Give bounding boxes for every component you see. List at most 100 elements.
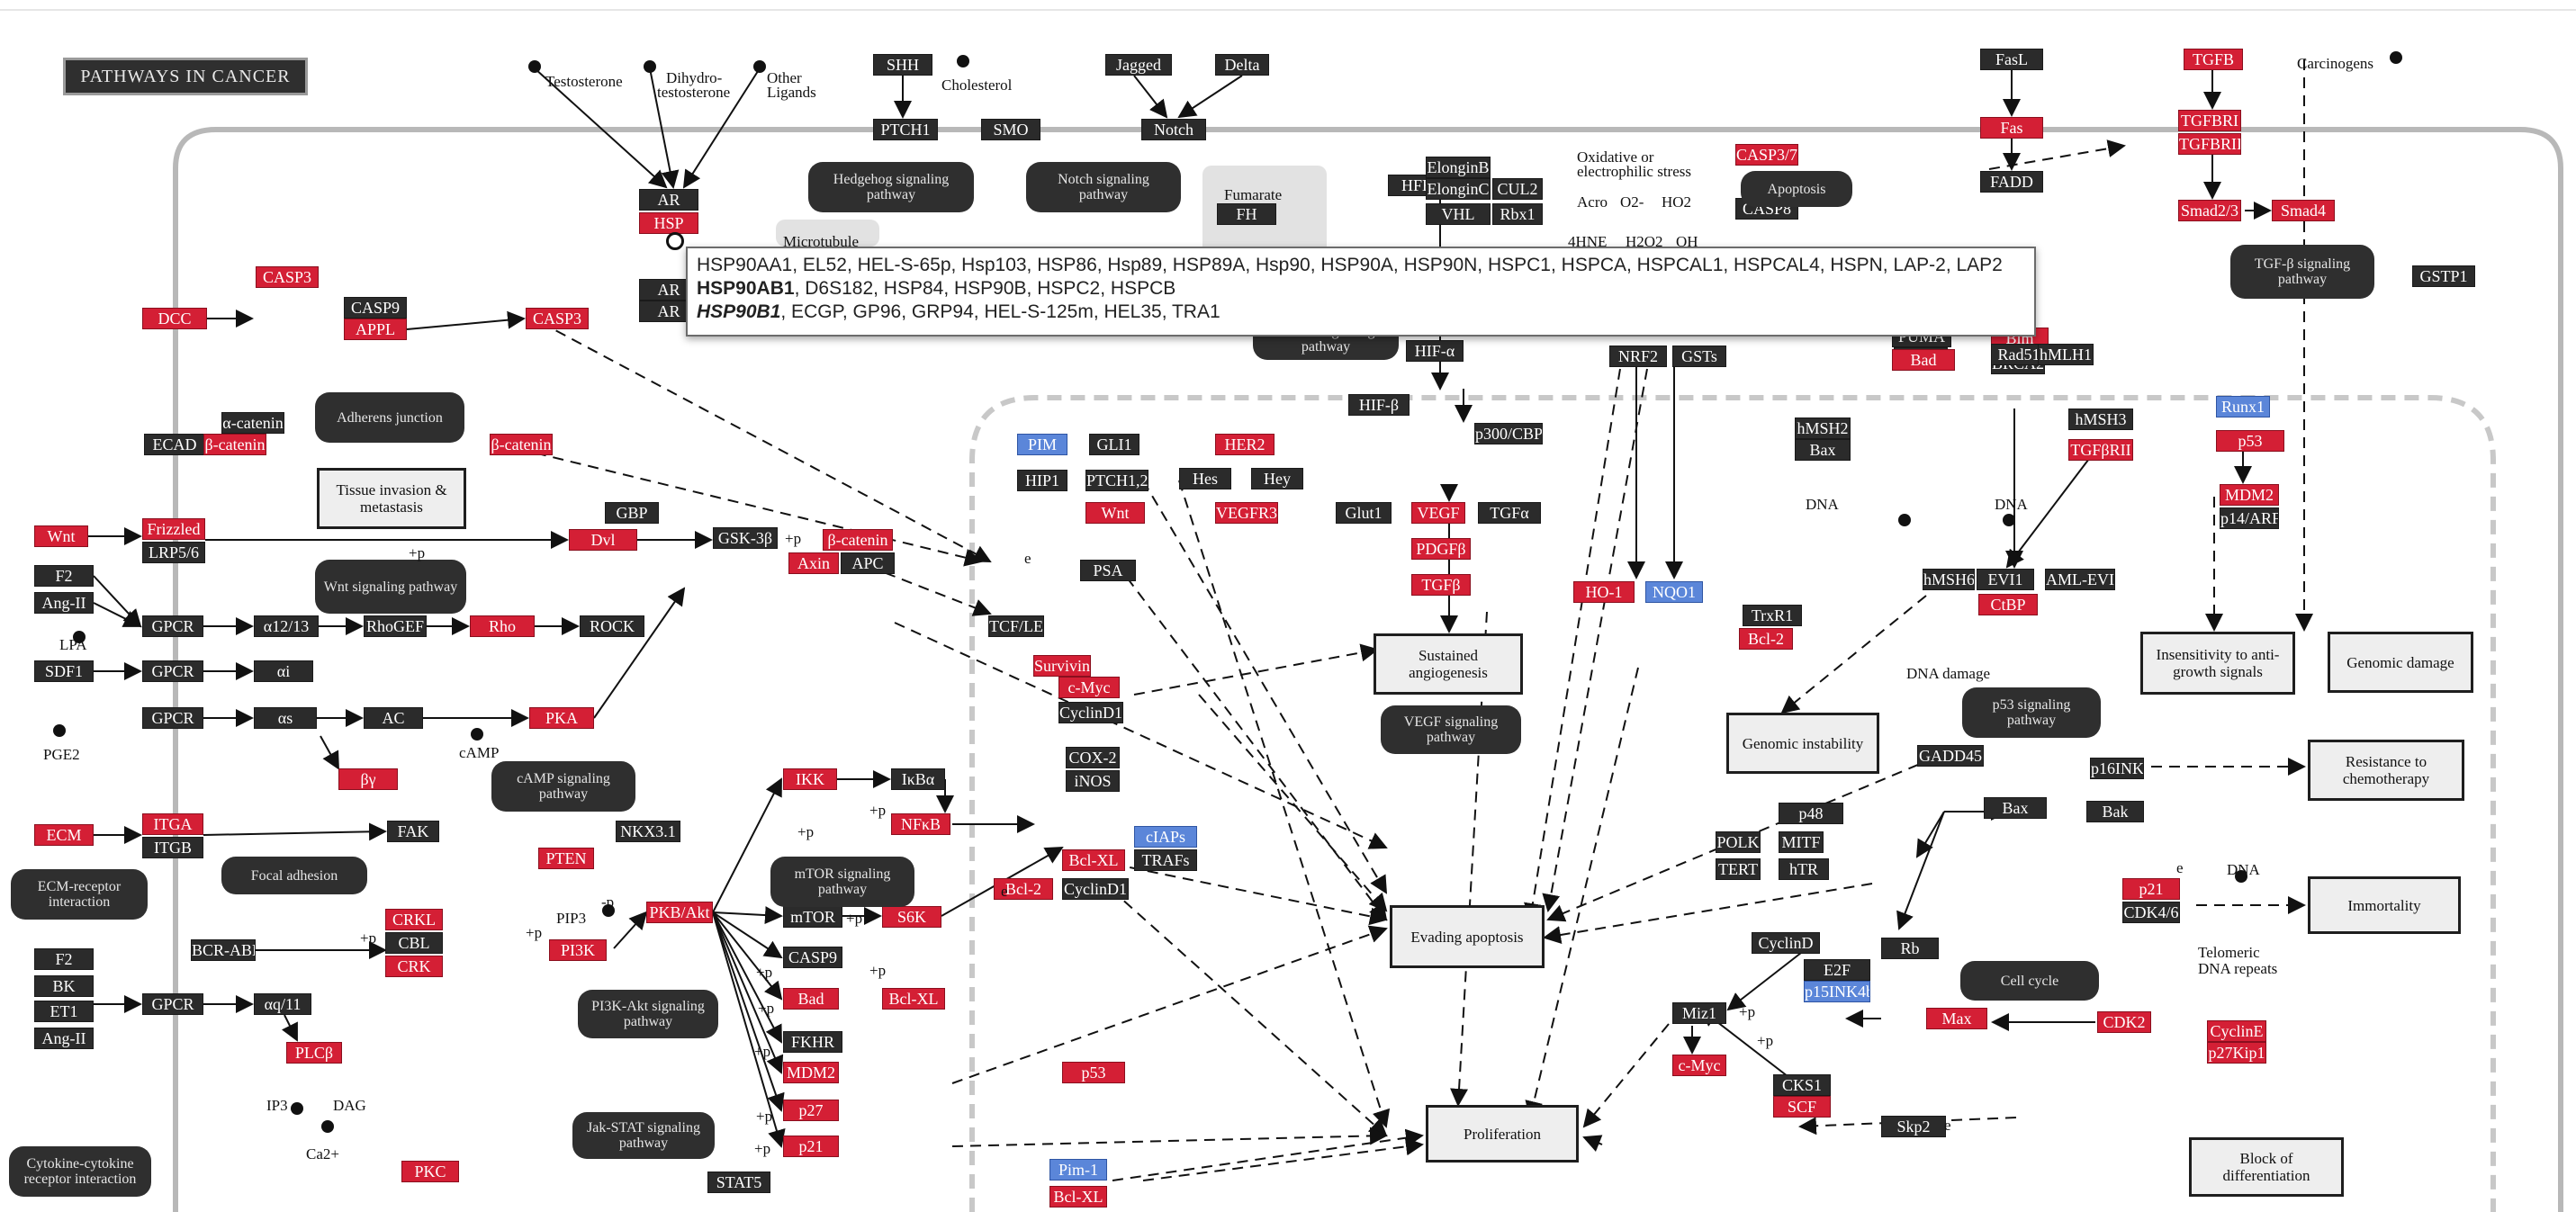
gene-node[interactable]: PTCH1,2 <box>1085 470 1148 491</box>
pathway-link[interactable]: Hedgehog signaling pathway <box>808 162 974 212</box>
gene-node[interactable]: α-catenin <box>221 412 284 434</box>
gene-node[interactable]: hMSH3 <box>2068 408 2133 430</box>
gene-node[interactable]: RhoGEF <box>364 615 427 637</box>
gene-node[interactable]: HSP <box>639 212 698 234</box>
gene-node[interactable]: S6K <box>882 906 941 928</box>
pathway-link[interactable]: TGF-β signaling pathway <box>2230 245 2374 299</box>
gene-node[interactable]: hMSH6 <box>1923 569 1975 590</box>
gene-node[interactable]: GBP <box>605 502 659 524</box>
pathway-link[interactable]: mTOR signaling pathway <box>770 857 914 907</box>
gene-node[interactable]: SHH <box>873 54 932 76</box>
gene-node[interactable]: COX-2 <box>1066 747 1120 768</box>
gene-node[interactable]: Wnt <box>34 525 88 547</box>
gene-node[interactable]: Axin <box>788 552 839 574</box>
gene-node[interactable]: F2 <box>34 948 94 970</box>
gene-node[interactable]: Hey <box>1251 468 1303 489</box>
gene-node[interactable]: Dvl <box>569 529 637 551</box>
gene-node[interactable]: α12/13 <box>254 615 319 637</box>
gene-node[interactable]: p21 <box>783 1136 839 1157</box>
gene-node[interactable]: PIM <box>1017 434 1067 455</box>
gene-node[interactable]: MDM2 <box>783 1062 839 1083</box>
gene-node[interactable]: Ang-II <box>34 1028 94 1049</box>
gene-node[interactable]: MITF <box>1779 831 1824 853</box>
gene-node[interactable]: GSTs <box>1672 346 1726 367</box>
gene-node[interactable]: PKA <box>529 707 594 729</box>
gene-node[interactable]: Wnt <box>1085 502 1145 524</box>
pathway-link[interactable]: Focal adhesion <box>221 857 367 894</box>
gene-node[interactable]: CASP3 <box>526 308 589 329</box>
gene-node[interactable]: GPCR <box>142 615 203 637</box>
gene-node[interactable]: Rad51 <box>1991 344 2047 365</box>
gene-node[interactable]: SCF <box>1773 1096 1831 1118</box>
pathway-link[interactable]: cAMP signaling pathway <box>491 761 635 812</box>
gene-node[interactable]: CtBP <box>1978 594 2038 615</box>
gene-node[interactable]: PTEN <box>538 848 594 869</box>
gene-node[interactable]: PSA <box>1080 560 1136 581</box>
gene-node[interactable]: STAT5 <box>707 1172 770 1193</box>
gene-node[interactable]: CRKL <box>385 909 443 930</box>
gene-node[interactable]: TRAFs <box>1134 849 1197 871</box>
gene-node[interactable]: SMO <box>981 119 1040 140</box>
gene-node[interactable]: GPCR <box>142 660 203 682</box>
gene-node[interactable]: HER2 <box>1215 434 1274 455</box>
gene-node[interactable]: MDM2 <box>2220 484 2279 506</box>
gene-node[interactable]: CyclinD1 <box>1058 702 1123 723</box>
gene-node[interactable]: VEGFR3 <box>1215 502 1278 524</box>
gene-node[interactable]: E2F <box>1804 959 1870 981</box>
gene-node[interactable]: HIF-α <box>1406 340 1464 362</box>
gene-node[interactable]: Bax <box>1984 797 2047 819</box>
gene-node[interactable]: FADD <box>1980 171 2043 193</box>
gene-node[interactable]: PI3K <box>549 939 607 961</box>
gene-node[interactable]: FAK <box>387 821 439 842</box>
gene-node[interactable]: EVI1 <box>1977 569 2034 590</box>
gene-node[interactable]: HIF-β <box>1348 394 1410 416</box>
gene-node[interactable]: SDF1 <box>34 660 94 682</box>
gene-node[interactable]: AML-EVI1 <box>2045 569 2115 590</box>
gene-node[interactable]: DCC <box>142 308 207 329</box>
gene-node[interactable]: GADD45 <box>1917 745 1984 767</box>
gene-node[interactable]: Notch <box>1141 119 1206 140</box>
gene-node[interactable]: FKHR <box>783 1031 842 1053</box>
gene-node[interactable]: BCR-ABL <box>191 939 256 961</box>
gene-node[interactable]: Hes <box>1179 468 1231 489</box>
gene-node[interactable]: αs <box>254 707 317 729</box>
gene-node[interactable]: p300/CBP <box>1474 423 1543 444</box>
gene-node[interactable]: NRF2 <box>1609 346 1667 367</box>
gene-node[interactable]: p27 <box>783 1100 839 1121</box>
gene-node[interactable]: Bad <box>1892 349 1955 371</box>
gene-node[interactable]: CDK2 <box>2097 1011 2151 1033</box>
gene-node[interactable]: Pim-1 <box>1049 1159 1107 1181</box>
gene-node[interactable]: HO-1 <box>1573 581 1635 603</box>
pathway-link[interactable]: Cell cycle <box>1960 961 2099 1001</box>
gene-node[interactable]: TGFBRI <box>2178 110 2241 131</box>
gene-node[interactable]: βγ <box>338 768 398 790</box>
gene-node[interactable]: Bcl-2 <box>994 878 1053 900</box>
gene-node[interactable]: PTCH1 <box>873 119 938 140</box>
gene-node[interactable]: Jagged <box>1105 54 1172 76</box>
pathway-link[interactable]: Cytokine-cytokine receptor interaction <box>9 1146 151 1197</box>
gene-node[interactable]: ROCK <box>580 615 644 637</box>
gene-node[interactable]: CyclinE <box>2207 1020 2266 1042</box>
pathway-link[interactable]: Apoptosis <box>1741 171 1852 207</box>
gene-node[interactable]: CASP9 <box>344 297 407 319</box>
gene-node[interactable]: CUL2 <box>1492 178 1543 200</box>
gene-node[interactable]: CRK <box>385 956 443 977</box>
gene-node[interactable]: hTR <box>1779 858 1829 880</box>
gene-node[interactable]: Bak <box>2086 801 2144 822</box>
gene-node[interactable]: Skp2 <box>1881 1116 1946 1137</box>
gene-node[interactable]: VHL <box>1426 203 1491 225</box>
gene-node[interactable]: F2 <box>34 565 94 587</box>
gene-node[interactable]: p48 <box>1779 803 1843 824</box>
gene-node[interactable]: ECAD <box>144 434 205 455</box>
gene-node[interactable]: Bad <box>783 988 839 1010</box>
gene-node[interactable]: CBL <box>385 932 443 954</box>
gene-node[interactable]: Runx1 <box>2216 396 2270 417</box>
gene-node[interactable]: TGFα <box>1478 502 1541 524</box>
gene-node[interactable]: Delta <box>1215 54 1269 76</box>
gene-node[interactable]: Miz1 <box>1672 1002 1726 1024</box>
gene-node[interactable]: ElonginC <box>1426 178 1491 200</box>
gene-node[interactable]: CASP9 <box>783 947 842 968</box>
gene-node[interactable]: p53 <box>1062 1062 1125 1083</box>
pathway-link[interactable]: Notch signaling pathway <box>1026 162 1181 212</box>
gene-node[interactable]: Bcl-2 <box>1739 628 1793 650</box>
